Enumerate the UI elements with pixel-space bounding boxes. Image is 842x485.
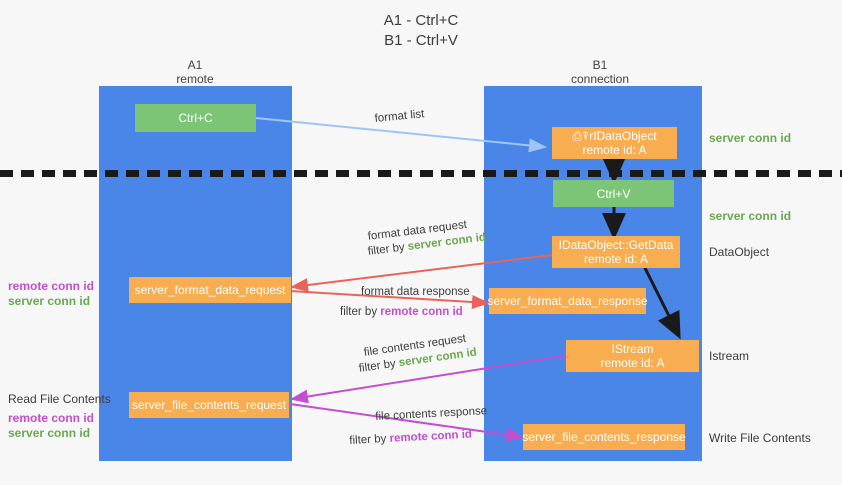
lane-header-a1-name: A1 bbox=[187, 58, 203, 72]
lane-header-a1: A1 remote bbox=[135, 58, 255, 86]
diagram-title-line-2: B1 - Ctrl+V bbox=[384, 32, 458, 49]
diagram-title-line-1: A1 - Ctrl+C bbox=[383, 12, 459, 29]
node-idataobject-sub: remote id: A bbox=[582, 143, 647, 157]
label-right-istream: Istream bbox=[709, 349, 750, 363]
arrow-format-data-response bbox=[289, 290, 490, 310]
node-ctrl-c-label: Ctrl+C bbox=[178, 111, 213, 125]
node-istream-title: IStream bbox=[611, 342, 654, 356]
edge-label-format-data-response-filter-value: remote conn id bbox=[380, 306, 463, 318]
node-idataobject-title: ⎙⍒rIDataObject bbox=[572, 129, 657, 143]
label-left-remote-conn-id-2: remote conn id bbox=[8, 411, 95, 425]
node-server-file-contents-request[interactable]: server_file_contents_request bbox=[129, 392, 289, 418]
node-server-format-data-response[interactable]: server_format_data_response bbox=[487, 288, 648, 314]
node-getdata-title: IDataObject::GetData bbox=[558, 238, 674, 252]
node-server-format-data-response-label: server_format_data_response bbox=[487, 294, 648, 308]
label-left-server-conn-id-1: server conn id bbox=[8, 294, 91, 308]
edge-label-file-contents-response-filter-value: remote conn id bbox=[389, 428, 473, 445]
label-right-dataobject: DataObject bbox=[709, 245, 770, 259]
edge-label-format-data-request-filter-prefix: filter by bbox=[367, 241, 409, 258]
arrow-format-data-request bbox=[290, 254, 553, 292]
lane-header-b1: B1 connection bbox=[535, 58, 665, 86]
node-istream[interactable]: IStream remote id: A bbox=[566, 340, 699, 372]
edge-label-format-data-response: format data response bbox=[361, 286, 470, 298]
label-left-remote-conn-id-1: remote conn id bbox=[8, 279, 95, 293]
lane-header-b1-name: B1 bbox=[592, 58, 608, 72]
node-idataobject-getdata[interactable]: IDataObject::GetData remote id: A bbox=[552, 236, 680, 268]
node-idataobject[interactable]: ⎙⍒rIDataObject remote id: A bbox=[552, 127, 677, 159]
arrow-file-contents-response bbox=[289, 403, 524, 442]
edge-label-format-data-response-filter-prefix: filter by bbox=[340, 306, 381, 318]
arrow-istream-down bbox=[641, 263, 681, 340]
edge-label-format-data-response-filter: filter by remote conn id bbox=[340, 305, 463, 320]
arrow-format-list bbox=[255, 117, 547, 153]
node-ctrl-v[interactable]: Ctrl+V bbox=[553, 180, 674, 207]
label-right-write-file-contents: Write File Contents bbox=[709, 431, 811, 445]
node-server-file-contents-request-label: server_file_contents_request bbox=[131, 398, 287, 412]
node-server-file-contents-response-label: server_file_contents_response bbox=[522, 430, 686, 444]
label-left-read-file-contents: Read File Contents bbox=[8, 392, 111, 406]
label-right-server-conn-id-1: server conn id bbox=[709, 131, 792, 145]
label-right-server-conn-id-2: server conn id bbox=[709, 209, 792, 223]
lane-header-a1-sub: remote bbox=[176, 72, 214, 86]
node-getdata-sub: remote id: A bbox=[583, 252, 649, 266]
lane-header-b1-sub: connection bbox=[570, 72, 630, 86]
edge-label-file-contents-response-filter-prefix: filter by bbox=[349, 432, 390, 447]
node-server-format-data-request[interactable]: server_format_data_request bbox=[129, 277, 291, 303]
node-ctrl-c[interactable]: Ctrl+C bbox=[135, 104, 256, 132]
node-server-file-contents-response[interactable]: server_file_contents_response bbox=[522, 424, 686, 450]
label-left-server-conn-id-2: server conn id bbox=[8, 426, 91, 440]
node-ctrl-v-label: Ctrl+V bbox=[596, 186, 631, 201]
arrow-file-contents-request bbox=[290, 354, 571, 404]
node-istream-sub: remote id: A bbox=[600, 356, 665, 370]
phase-divider bbox=[0, 170, 842, 177]
node-server-format-data-request-label: server_format_data_request bbox=[134, 283, 286, 297]
